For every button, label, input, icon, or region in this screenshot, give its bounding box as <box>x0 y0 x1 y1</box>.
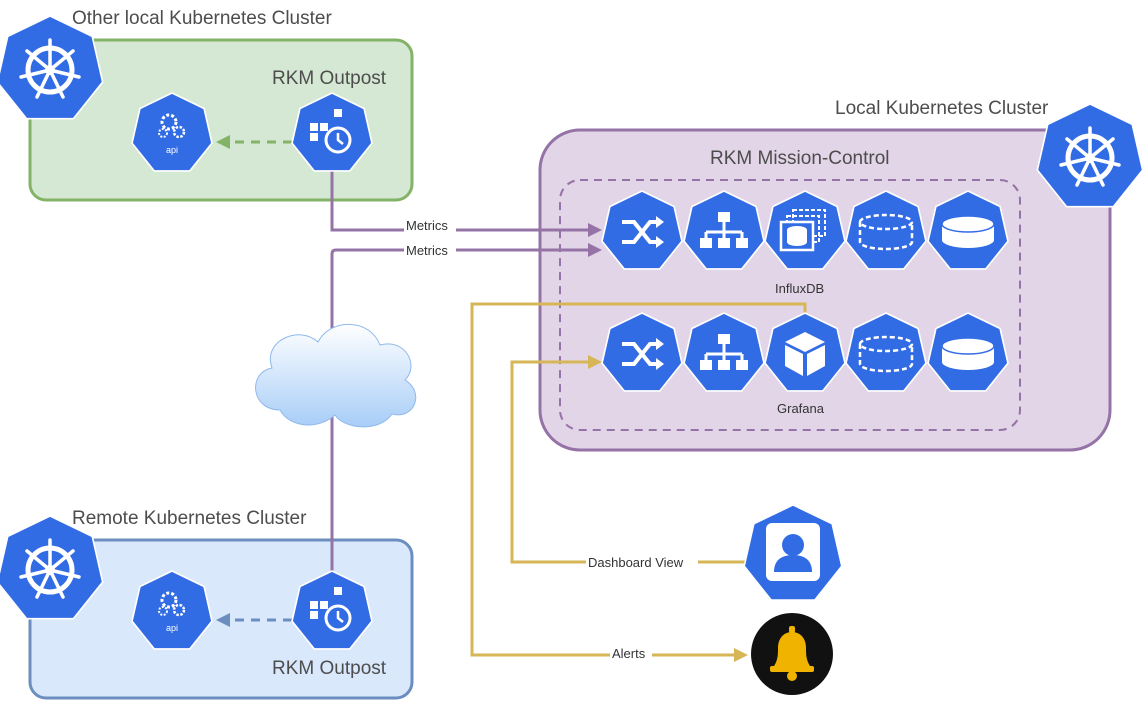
metrics-edge-remote <box>330 248 590 580</box>
local-cluster-title: Local Kubernetes Cluster <box>835 98 1049 119</box>
remote-outpost-label: RKM Outpost <box>272 658 387 679</box>
influxdb-label: InfluxDB <box>775 281 824 296</box>
cube-icon <box>765 313 845 391</box>
other-local-cluster-title: Other local Kubernetes Cluster <box>72 8 332 29</box>
api-text: api <box>166 145 178 155</box>
metrics-arrowhead-2 <box>588 243 602 257</box>
dashboard-view-label: Dashboard View <box>588 555 684 570</box>
api-arrowhead-remote <box>216 613 230 627</box>
api-text: api <box>166 623 178 633</box>
api-arrowhead-other-local <box>216 135 230 149</box>
metrics-label-2: Metrics <box>406 243 448 258</box>
alerts-label: Alerts <box>612 646 646 661</box>
remote-cluster-title: Remote Kubernetes Cluster <box>72 508 307 529</box>
network-icon <box>684 191 764 269</box>
database-pods-icon <box>765 191 845 269</box>
other-local-outpost-label: RKM Outpost <box>272 68 387 89</box>
api-icon: api <box>132 93 212 171</box>
kubernetes-icon <box>1037 104 1142 207</box>
local-cluster-box <box>538 128 1112 452</box>
metrics-label-1: Metrics <box>406 218 448 233</box>
user-icon <box>744 505 842 600</box>
grafana-label: Grafana <box>777 401 825 416</box>
alerts-arrowhead <box>734 648 748 662</box>
volume-claim-icon <box>846 191 926 269</box>
outpost-cronjob-icon <box>292 93 372 171</box>
cloud-icon <box>255 323 417 428</box>
api-icon: api <box>132 571 212 649</box>
mission-control-title: RKM Mission-Control <box>710 148 889 169</box>
kubernetes-icon <box>0 16 103 119</box>
outpost-cronjob-icon <box>292 571 372 649</box>
network-icon <box>684 313 764 391</box>
kubernetes-icon <box>0 516 103 619</box>
bell-icon <box>751 613 833 695</box>
dashboard-arrowhead <box>588 355 602 369</box>
shuffle-icon <box>602 313 682 391</box>
storage-volume-icon <box>928 313 1008 391</box>
volume-claim-icon <box>846 313 926 391</box>
storage-volume-icon <box>928 191 1008 269</box>
shuffle-icon <box>602 191 682 269</box>
metrics-arrowhead-1 <box>588 223 602 237</box>
metrics-edge-other-local <box>330 170 590 232</box>
